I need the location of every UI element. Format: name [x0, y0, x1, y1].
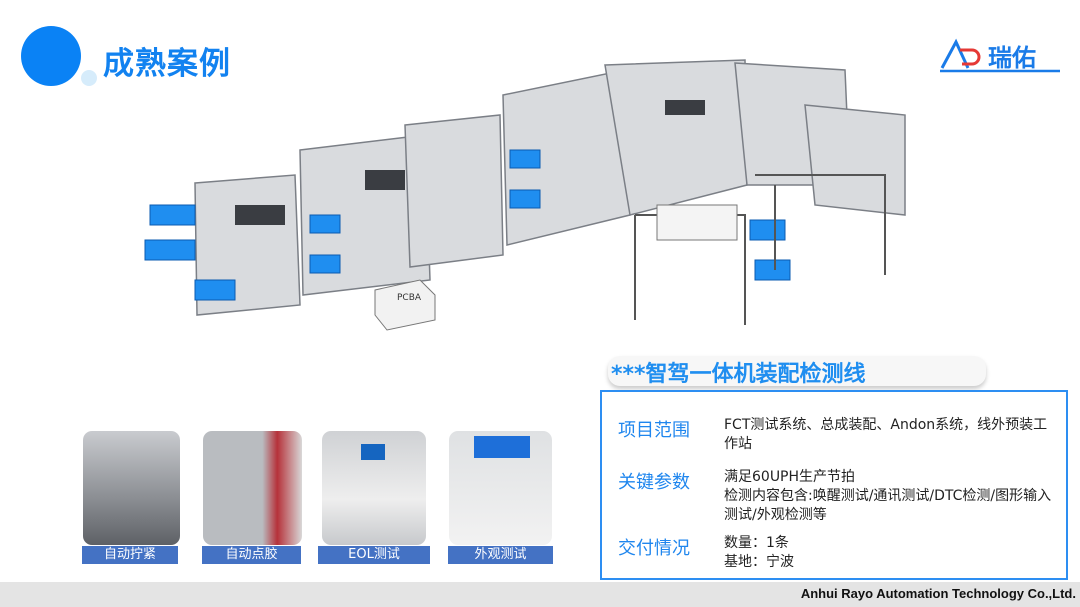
- photo-visual-inspection: [449, 431, 552, 545]
- info-row-scope: 项目范围 FCT测试系统、总成装配、Andon系统，线外预装工作站: [618, 416, 1054, 454]
- pcba-label: PCBA: [397, 293, 422, 303]
- info-value: 基地：宁波: [724, 554, 794, 570]
- logo-text: 瑞佑: [988, 44, 1036, 72]
- decor-circle-large: [21, 26, 81, 86]
- line-title: ***智驾一体机装配检测线: [611, 362, 866, 387]
- photo-auto-tightening: [83, 431, 180, 545]
- line-title-banner: ***智驾一体机装配检测线: [608, 356, 986, 387]
- photo-label: EOL测试: [318, 546, 430, 564]
- info-value: 检测内容包含:唤醒测试/通讯测试/DTC检测/图形输入测试/外观检测等: [724, 488, 1052, 523]
- assembly-line-render: PCBA: [144, 59, 906, 331]
- info-row-delivery: 交付情况 数量：1条基地：宁波: [618, 534, 1054, 572]
- info-value: 数量：1条: [724, 535, 789, 551]
- footer-bar: Anhui Rayo Automation Technology Co.,Ltd…: [0, 582, 1080, 607]
- info-value: 满足60UPH生产节拍: [724, 469, 856, 485]
- info-value: FCT测试系统、总成装配、Andon系统，线外预装工作站: [724, 417, 1048, 452]
- photo-auto-dispensing: [203, 431, 302, 545]
- photo-label: 自动拧紧: [82, 546, 178, 564]
- info-key: 交付情况: [618, 538, 690, 559]
- page-title: 成熟案例: [103, 46, 231, 82]
- info-key: 关键参数: [618, 472, 690, 493]
- photo-eol-test: [322, 431, 426, 545]
- info-key: 项目范围: [618, 420, 690, 441]
- photo-label: 自动点胶: [202, 546, 301, 564]
- project-info-panel: 项目范围 FCT测试系统、总成装配、Andon系统，线外预装工作站 关键参数 满…: [600, 390, 1068, 580]
- decor-circle-small: [81, 70, 97, 86]
- info-row-params: 关键参数 满足60UPH生产节拍检测内容包含:唤醒测试/通讯测试/DTC检测/图…: [618, 468, 1054, 525]
- company-name: Anhui Rayo Automation Technology Co.,Ltd…: [800, 586, 1076, 601]
- rayo-logo: 瑞佑: [940, 38, 1060, 73]
- photo-label: 外观测试: [448, 546, 553, 564]
